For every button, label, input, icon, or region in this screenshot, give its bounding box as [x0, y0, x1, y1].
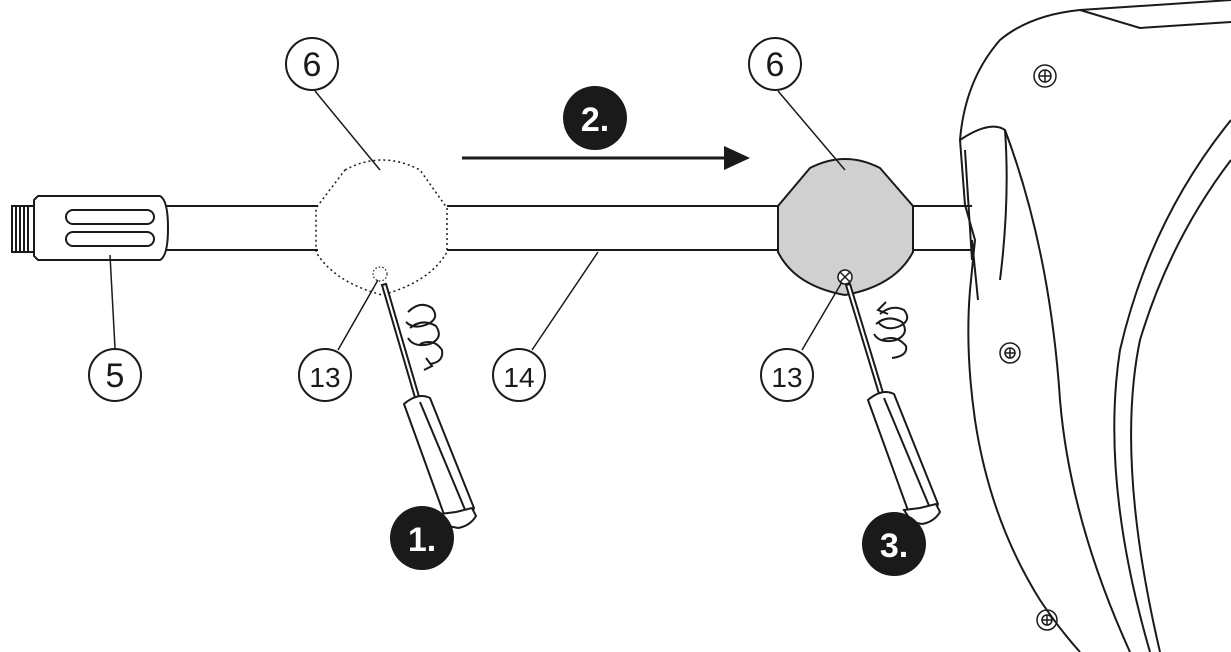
hose-end-fitting: [11, 195, 170, 261]
step-badge-1: 1.: [390, 506, 454, 570]
part-label-13-right-text: 13: [771, 362, 802, 393]
part-label-13-left-text: 13: [309, 362, 340, 393]
screwdriver-left: [380, 282, 478, 530]
part-label-6-right: 6: [748, 37, 802, 91]
part-label-5-text: 5: [106, 357, 125, 395]
rotate-counterclockwise-icon: [873, 301, 909, 359]
housing-bolt-top: [1033, 64, 1057, 88]
screwdriver-right: [844, 282, 942, 526]
step-badge-3: 3.: [862, 512, 926, 576]
step-badge-3-text: 3.: [880, 527, 908, 565]
part-label-6-left: 6: [285, 37, 339, 91]
part-label-6-right-text: 6: [766, 46, 785, 84]
part-label-5: 5: [88, 348, 142, 402]
part-label-14-text: 14: [503, 362, 534, 393]
hose-reel-housing: [958, 0, 1231, 652]
rotate-clockwise-icon: [405, 303, 444, 371]
part-label-6-left-text: 6: [303, 46, 322, 84]
part-label-14: 14: [492, 348, 546, 402]
hose-clamp-dotted: [315, 159, 448, 296]
part-label-13-left: 13: [298, 348, 352, 402]
part-label-13-right: 13: [760, 348, 814, 402]
clamp-screw-dotted: [372, 266, 388, 282]
clamp-screw-mounted: [837, 269, 853, 285]
housing-bolt-middle: [999, 342, 1021, 364]
step-badge-1-text: 1.: [408, 521, 436, 559]
step-badge-2-text: 2.: [581, 101, 609, 139]
hose-clamp-mounted: [777, 158, 914, 297]
leader-lines: [109, 90, 846, 351]
housing-bolt-bottom: [1036, 609, 1058, 631]
hose: [165, 205, 972, 251]
step-badge-2: 2.: [563, 86, 627, 150]
direction-arrow: [462, 146, 750, 170]
